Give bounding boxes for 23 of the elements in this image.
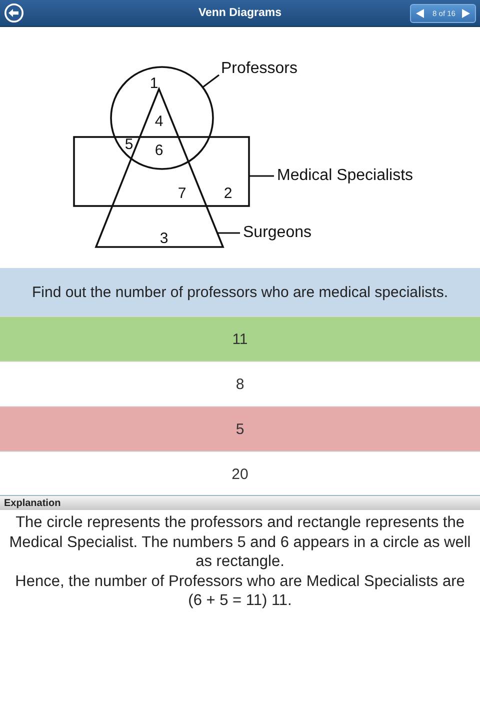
set-label: Medical Specialists [277, 166, 414, 186]
leader-line [217, 232, 240, 234]
region-number: 2 [222, 185, 234, 203]
answer-option: 5 [0, 406, 480, 451]
answer-option: 11 [0, 316, 480, 361]
region-number: 6 [154, 142, 164, 160]
leader-line [249, 175, 274, 177]
set-triangle [94, 86, 224, 248]
section-header: Explanation [0, 495, 480, 510]
set-rectangle [73, 136, 250, 207]
region-number: 1 [148, 75, 160, 93]
set-circle [110, 66, 214, 170]
leader-line [202, 74, 220, 88]
set-label: Professors [221, 59, 298, 79]
region-number: 7 [176, 185, 188, 203]
set-label: Surgeons [243, 223, 312, 243]
screen-title: Venn Diagrams [197, 6, 283, 21]
region-number: 4 [154, 113, 164, 131]
explanation-text: Hence, the number of Professors who are Medical Specialists are (6 + 5 = 11) 11. [14, 572, 466, 610]
explanation-text: The circle represents the professors and rectangle represents the Medical Specialist. The numbers 5 and 6 appears in a circle as well as rectangle. [8, 513, 472, 572]
question-text: Find out the number of professors who are medical specialists. [0, 268, 480, 316]
region-number: 3 [158, 230, 170, 248]
region-number: 5 [124, 136, 134, 154]
